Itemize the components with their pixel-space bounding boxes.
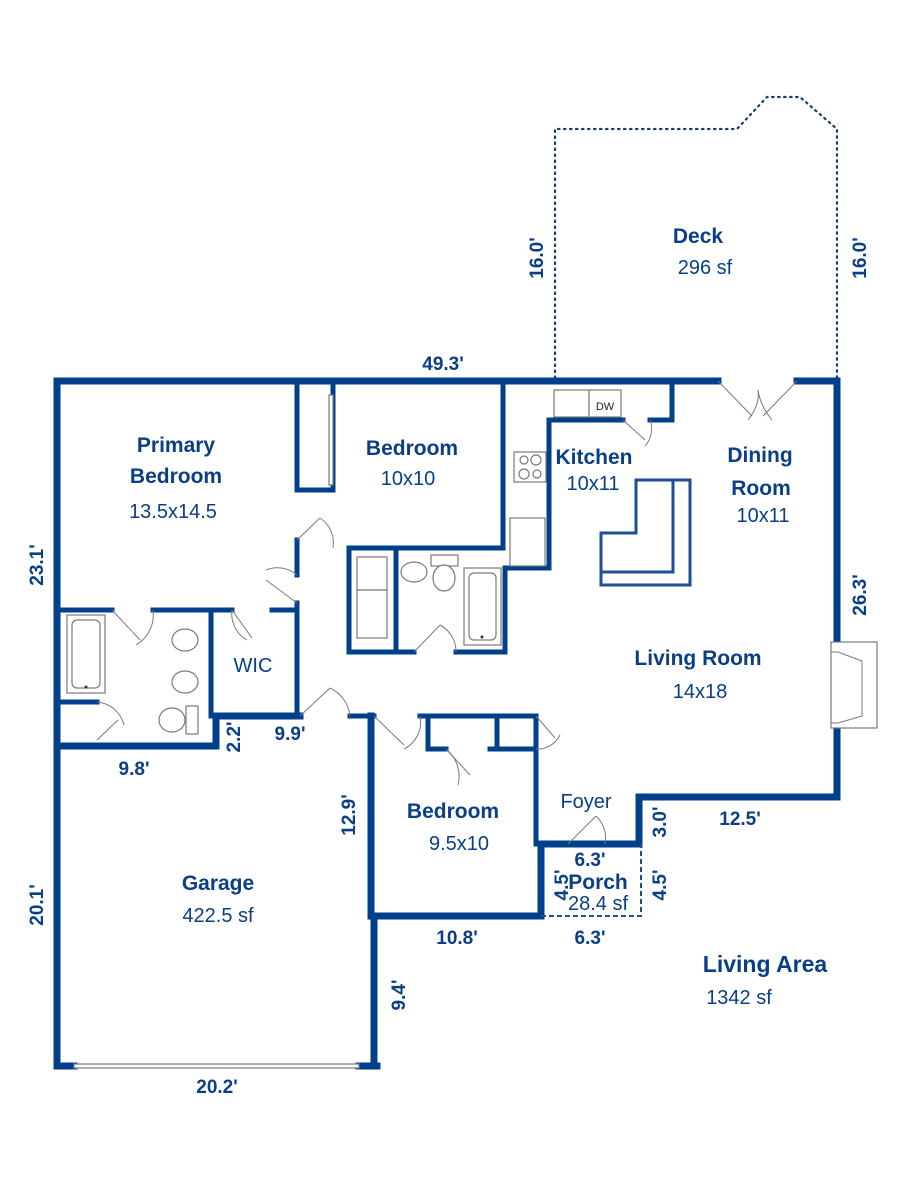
deck-size: 296 sf	[678, 257, 733, 279]
dim-deck-left: 16.0'	[527, 237, 548, 279]
bedroom-2-size: 9.5x10	[429, 833, 489, 855]
dim-garage-left: 20.1'	[27, 884, 48, 926]
dim-porch-right: 4.5'	[650, 870, 671, 901]
dim-deck-right: 16.0'	[850, 237, 871, 279]
dim-bedroom2-bottom: 10.8'	[436, 928, 478, 949]
living-area-value: 1342 sf	[706, 987, 772, 1009]
foyer-label: Foyer	[560, 791, 611, 813]
dim-left-height: 23.1'	[27, 544, 48, 586]
kitchen-label: Kitchen	[555, 446, 632, 469]
dim-right-height: 26.3'	[850, 574, 871, 616]
garage-door[interactable]	[73, 1063, 360, 1069]
dishwasher-label: DW	[596, 401, 615, 413]
dim-porch-bottom: 6.3'	[575, 928, 606, 949]
living-area-label: Living Area	[703, 951, 828, 977]
dim-living-bottom: 12.5'	[719, 809, 761, 830]
dim-bath-step: 2.2'	[224, 722, 245, 753]
dim-garage-bottom: 20.2'	[196, 1077, 238, 1098]
room-labels: Deck 296 sf Primary Bedroom 13.5x14.5 Be…	[129, 225, 827, 1009]
porch-outline	[541, 844, 642, 917]
dim-top-width: 49.3'	[422, 354, 464, 375]
dining-room-label-2: Room	[731, 477, 791, 500]
bedroom-1-size: 10x10	[381, 468, 436, 490]
garage-label: Garage	[182, 872, 254, 895]
living-room-label: Living Room	[634, 647, 761, 670]
wic-label: WIC	[234, 655, 273, 677]
fixtures	[66, 389, 878, 735]
bedroom-1-label: Bedroom	[366, 437, 458, 460]
dim-bath-bottom: 9.8'	[119, 759, 150, 780]
bedroom-2-label: Bedroom	[407, 800, 499, 823]
dim-porch-left: 4.5'	[552, 870, 573, 901]
dim-wic-bottom: 9.9'	[275, 724, 306, 745]
dining-room-size: 10x11	[736, 505, 789, 527]
dimension-labels: 49.3' 16.0' 16.0' 23.1' 26.3' 9.8' 2.2' …	[27, 237, 871, 1098]
doors[interactable]	[96, 380, 798, 845]
dining-room-label-1: Dining	[727, 444, 792, 467]
porch-label: Porch	[568, 871, 628, 894]
porch-size: 28.4 sf	[568, 893, 628, 915]
primary-bedroom-size: 13.5x14.5	[129, 501, 217, 523]
deck-label: Deck	[673, 225, 724, 248]
kitchen-size: 10x11	[566, 473, 619, 495]
dim-garage-right-upper: 12.9'	[339, 794, 360, 836]
dim-garage-right-lower: 9.4'	[389, 980, 410, 1011]
primary-bedroom-label-2: Bedroom	[130, 465, 222, 488]
dim-foyer-step: 3.0'	[650, 807, 671, 838]
living-room-size: 14x18	[673, 681, 728, 703]
garage-size: 422.5 sf	[182, 905, 254, 927]
deck-outline	[553, 95, 839, 380]
primary-bedroom-label-1: Primary	[137, 434, 216, 457]
dim-porch-top: 6.3'	[575, 850, 606, 871]
interior-walls	[54, 378, 675, 847]
